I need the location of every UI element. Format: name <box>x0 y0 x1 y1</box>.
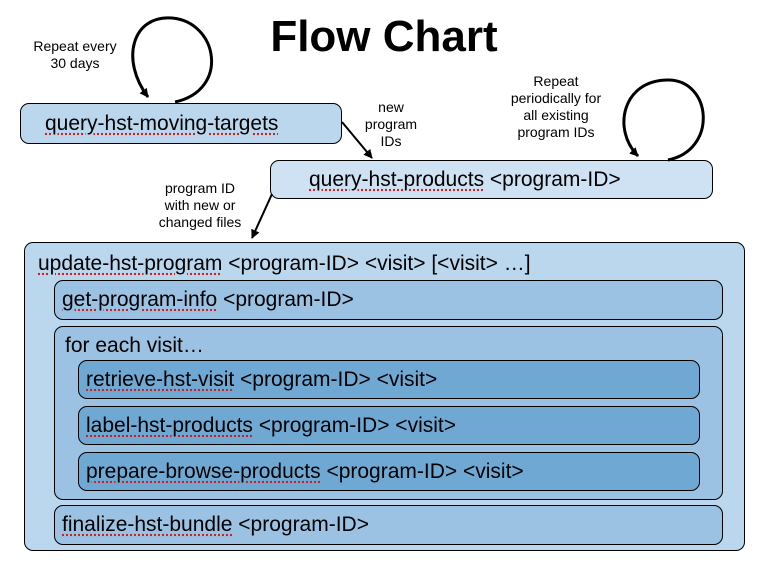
note-program-id-changed: program ID with new or changed files <box>150 180 250 231</box>
note-repeat-30-days-text: Repeat every 30 days <box>33 38 117 71</box>
node-finalize-hst-bundle[interactable]: finalize-hst-bundle <program-ID> <box>54 505 723 545</box>
node-finalize-hst-bundle-label: finalize-hst-bundle <program-ID> <box>62 512 369 538</box>
loop-arrow-repeat-periodically <box>622 78 705 162</box>
args-query-hst-products: <program-ID> <box>484 168 621 191</box>
node-get-program-info[interactable]: get-program-info <program-ID> <box>54 280 723 320</box>
note-new-program-ids-text: new program IDs <box>364 99 418 149</box>
arrow-products-to-update <box>251 193 273 239</box>
node-query-hst-moving-targets-label: query-hst-moving-targets <box>45 111 278 137</box>
node-get-program-info-label: get-program-info <program-ID> <box>62 287 354 313</box>
cmd-query-hst-moving-targets: query-hst-moving-targets <box>45 112 279 135</box>
note-program-id-changed-text: program ID with new or changed files <box>158 180 242 230</box>
page-title: Flow Chart <box>270 12 498 61</box>
args-prepare-browse-products: <program-ID> <visit> <box>320 460 524 483</box>
node-update-hst-program-label: update-hst-program <program-ID> <visit> … <box>38 251 531 277</box>
cmd-retrieve-hst-visit: retrieve-hst-visit <box>86 368 235 391</box>
cmd-label-hst-products: label-hst-products <box>86 414 253 437</box>
cmd-finalize-hst-bundle: finalize-hst-bundle <box>62 513 233 536</box>
node-query-hst-products-label: query-hst-products <program-ID> <box>309 167 621 193</box>
note-repeat-periodically: Repeat periodically for all existing pro… <box>496 73 616 141</box>
cmd-query-hst-products: query-hst-products <box>309 168 485 191</box>
node-retrieve-hst-visit-label: retrieve-hst-visit <program-ID> <visit> <box>86 367 437 393</box>
args-update-hst-program: <program-ID> <visit> [<visit> …] <box>222 252 531 275</box>
cmd-prepare-browse-products: prepare-browse-products <box>86 460 321 483</box>
cmd-get-program-info: get-program-info <box>62 288 218 311</box>
node-prepare-browse-products[interactable]: prepare-browse-products <program-ID> <vi… <box>78 452 700 491</box>
node-prepare-browse-products-label: prepare-browse-products <program-ID> <vi… <box>86 459 524 485</box>
args-finalize-hst-bundle: <program-ID> <box>232 513 369 536</box>
node-query-hst-moving-targets[interactable]: query-hst-moving-targets <box>20 103 342 144</box>
node-query-hst-products[interactable]: query-hst-products <program-ID> <box>270 160 713 199</box>
args-get-program-info: <program-ID> <box>217 288 354 311</box>
note-repeat-30-days: Repeat every 30 days <box>22 38 128 72</box>
for-each-visit-label: for each visit… <box>65 334 204 357</box>
args-retrieve-hst-visit: <program-ID> <visit> <box>234 368 438 391</box>
node-retrieve-hst-visit[interactable]: retrieve-hst-visit <program-ID> <visit> <box>78 360 700 399</box>
note-new-program-ids: new program IDs <box>352 99 430 150</box>
note-repeat-periodically-text: Repeat periodically for all existing pro… <box>510 73 602 140</box>
cmd-update-hst-program: update-hst-program <box>38 252 223 275</box>
args-label-hst-products: <program-ID> <visit> <box>252 414 457 437</box>
node-label-hst-products-label: label-hst-products <program-ID> <visit> <box>86 413 456 439</box>
node-label-hst-products[interactable]: label-hst-products <program-ID> <visit> <box>78 406 700 445</box>
